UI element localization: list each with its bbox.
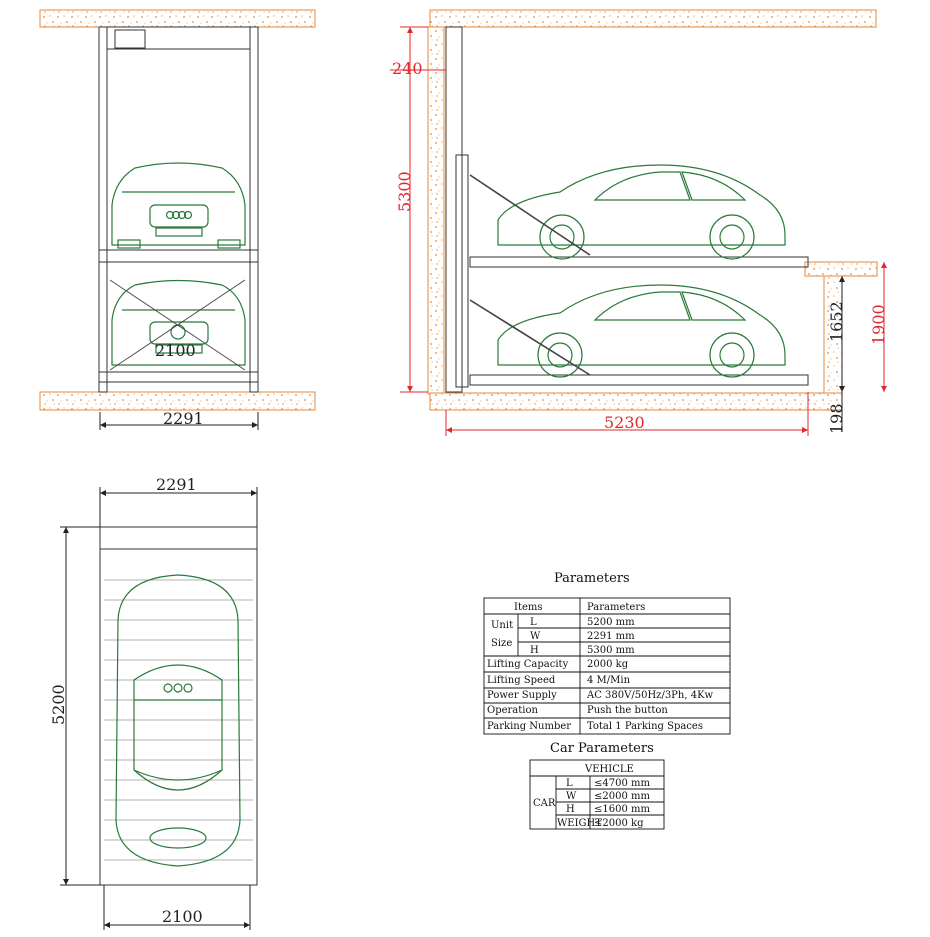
top-view-platform <box>99 548 258 886</box>
parameters-table: Parameters Items Parameters Unit Size L … <box>483 571 731 735</box>
car-label: CAR <box>533 798 556 809</box>
car-parameters-table: Car Parameters VEHICLE CAR L ≤4700 mm W … <box>529 741 665 830</box>
car-row-key: W <box>566 791 577 802</box>
side-column-carriage <box>455 154 469 388</box>
top-platform-label: 2100 <box>162 907 203 926</box>
car-row-value: ≤2000 mm <box>594 791 650 802</box>
parameters-title: Parameters <box>554 571 630 586</box>
param-row-key: Lifting Capacity <box>487 659 569 670</box>
car-row-value: ≤2000 kg <box>594 818 644 829</box>
param-header-items: Items <box>514 602 543 613</box>
side-column <box>445 26 463 393</box>
side-ceiling-soil <box>429 9 877 28</box>
car-header: VEHICLE <box>584 764 634 775</box>
side-length-label: 5230 <box>604 413 645 432</box>
param-row-value: Total 1 Parking Spaces <box>587 721 703 732</box>
param-row-value: 4 M/Min <box>587 675 631 686</box>
upper-car-side <box>469 164 786 260</box>
top-length-label: 5200 <box>49 684 68 725</box>
side-view: 240 5300 5230 1900 1652 198 <box>390 9 888 436</box>
side-floor-soil <box>429 392 843 411</box>
param-row-key: Power Supply <box>487 690 557 701</box>
top-view-slats <box>104 579 253 861</box>
car-row-key: L <box>566 778 573 789</box>
ceiling-soil <box>39 9 316 28</box>
param-row-value: Push the button <box>587 705 668 716</box>
param-size-W-value: 2291 mm <box>587 631 635 642</box>
car-row-key: WEIGHT <box>557 818 602 829</box>
lower-platform <box>98 371 259 383</box>
front-width-label: 2291 <box>163 409 204 428</box>
top-width-label: 2291 <box>156 475 197 494</box>
param-row-key: Lifting Speed <box>487 675 556 686</box>
param-size-L-key: L <box>530 617 537 628</box>
lower-car-side <box>469 284 786 378</box>
floor-soil <box>39 391 316 411</box>
param-unit-label: Unit <box>491 620 513 631</box>
param-row-value: 2000 kg <box>587 659 629 670</box>
param-row-value: AC 380V/50Hz/3Ph, 4Kw <box>586 690 714 701</box>
lower-car-front <box>109 279 246 371</box>
upper-car-front <box>111 162 246 249</box>
front-view: 2291 2100 <box>39 9 316 430</box>
side-floor-label: 198 <box>827 403 846 434</box>
param-size-H-value: 5300 mm <box>587 645 635 656</box>
car-parameters-title: Car Parameters <box>550 741 654 756</box>
side-top-gap-label: 240 <box>392 59 423 78</box>
top-beam <box>106 26 251 50</box>
param-row-key: Parking Number <box>487 721 571 732</box>
side-pit-total-label: 1900 <box>869 304 888 345</box>
car-row-key: H <box>566 804 575 815</box>
param-row-key: Operation <box>487 705 538 716</box>
side-pit-upper-label: 1652 <box>827 301 846 342</box>
top-view-car <box>115 574 241 867</box>
param-size-W-key: W <box>530 631 541 642</box>
ground-level-soil <box>804 261 878 277</box>
front-inner-label: 2100 <box>155 341 196 360</box>
side-lower-platform <box>469 374 809 386</box>
param-size-L-value: 5200 mm <box>587 617 635 628</box>
car-row-value: ≤4700 mm <box>594 778 650 789</box>
car-row-value: ≤1600 mm <box>594 804 650 815</box>
param-size-label: Size <box>491 638 512 649</box>
top-view: 2291 5200 2100 <box>49 475 258 930</box>
param-size-H-key: H <box>530 645 539 656</box>
left-column <box>98 26 108 393</box>
control-box <box>114 29 146 49</box>
upper-platform <box>98 249 259 263</box>
side-upper-platform <box>469 256 809 268</box>
top-view-beam <box>99 526 258 550</box>
side-wall-soil <box>427 26 445 395</box>
right-column <box>249 26 259 393</box>
side-height-label: 5300 <box>395 171 414 212</box>
param-header-params: Parameters <box>587 602 645 613</box>
